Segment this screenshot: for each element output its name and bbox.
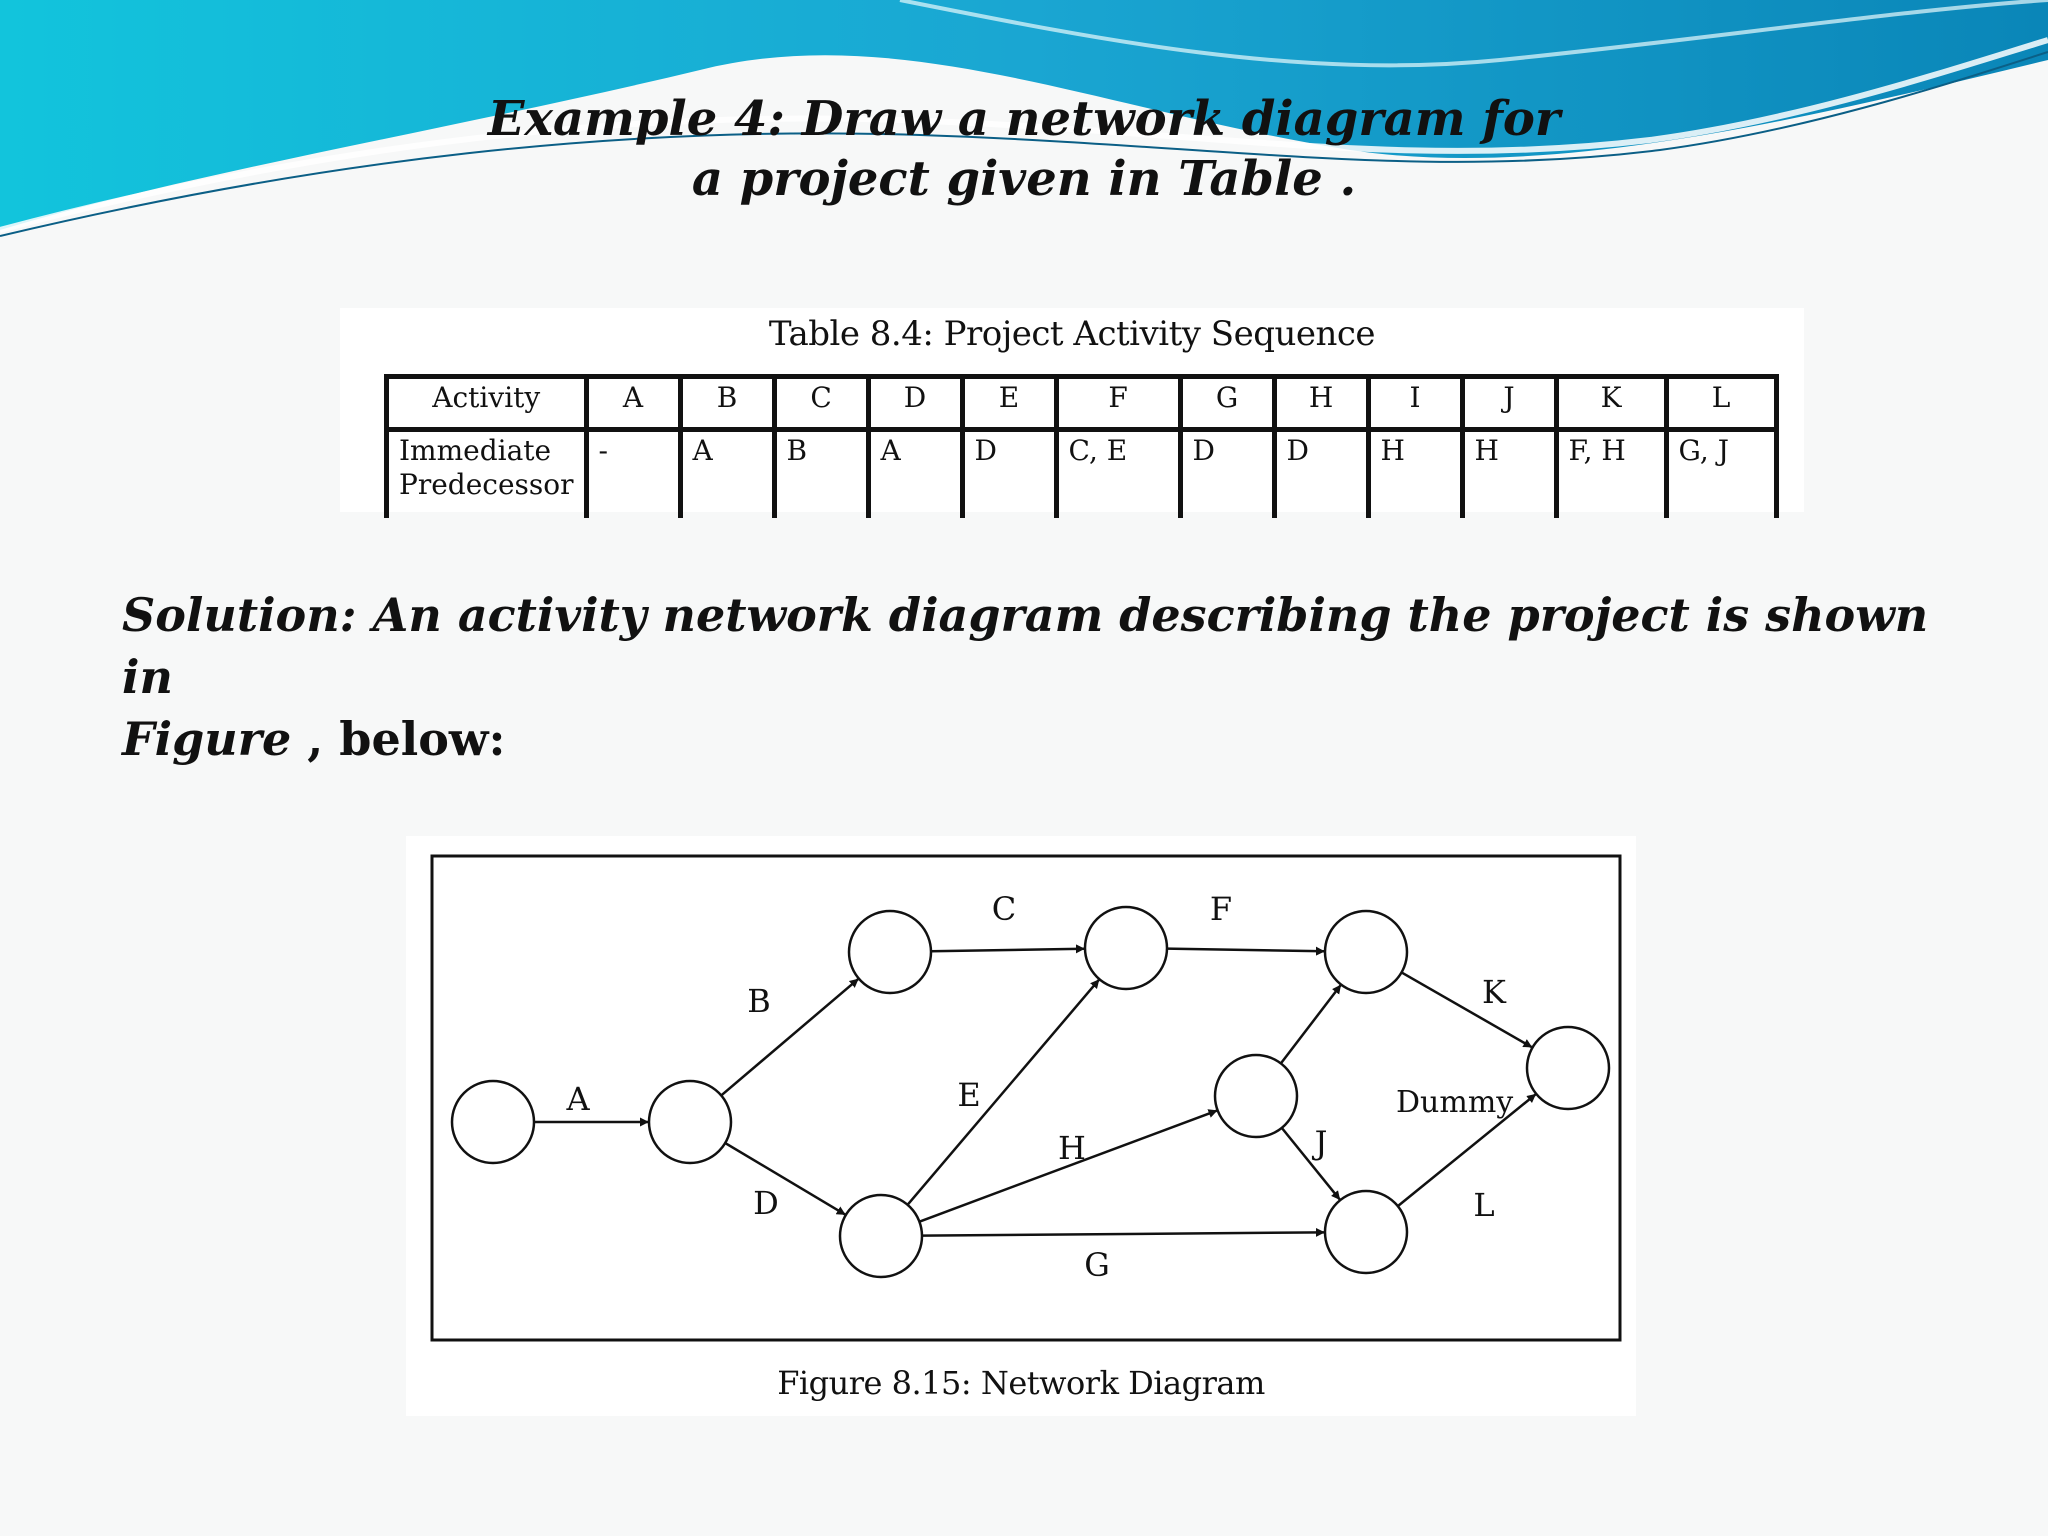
predecessor-cell: D — [959, 429, 1059, 518]
activity-cell: J — [1459, 374, 1559, 432]
edge-arrow-dummy — [1279, 984, 1342, 1065]
network-node — [847, 909, 933, 995]
table-panel: Table 8.4: Project Activity Sequence Act… — [340, 308, 1804, 518]
slide-title-line1: Example 4: Draw a network diagram for — [487, 91, 1561, 147]
predecessor-cell: A — [677, 429, 777, 518]
network-diagram: A B D C E H G F J K L Dummy — [430, 854, 1622, 1342]
activity-row-label: Activity — [384, 374, 589, 432]
network-node — [647, 1079, 733, 1165]
predecessor-row: Immediate Predecessor - A B A D C, E D D… — [384, 429, 1779, 518]
edge-label-a: A — [565, 1080, 590, 1118]
activity-cell: E — [959, 374, 1059, 432]
edge-arrow-g — [921, 1227, 1325, 1237]
edge-label-g: G — [1084, 1246, 1110, 1284]
edge-arrow-k — [1400, 971, 1533, 1049]
network-node — [1213, 1053, 1299, 1139]
edge-arrow-c — [930, 944, 1085, 954]
edge-label-c: C — [992, 890, 1016, 928]
table-caption: Table 8.4: Project Activity Sequence — [768, 314, 1376, 354]
network-node — [1323, 909, 1409, 995]
network-node — [1083, 905, 1169, 991]
edge-label-h: H — [1058, 1129, 1086, 1167]
solution-tail: , below: — [291, 712, 506, 766]
figure-caption: Figure 8.15: Network Diagram — [777, 1364, 1265, 1402]
predecessor-row-label: Immediate Predecessor — [384, 429, 589, 518]
activity-cell: K — [1553, 374, 1669, 432]
activity-cell: B — [677, 374, 777, 432]
activity-table: Activity A B C D E F G H I J K L Immedia… — [384, 374, 1779, 518]
edge-label-b: B — [747, 982, 771, 1020]
network-node — [1323, 1189, 1409, 1275]
edge-arrow-d — [724, 1141, 846, 1216]
nodes-layer — [450, 905, 1611, 1279]
edge-arrow-h — [918, 1109, 1218, 1223]
network-node — [450, 1079, 536, 1165]
solution-figure-word: Figure — [122, 712, 292, 766]
solution-lead: Solution: — [122, 588, 357, 642]
dummy-label: Dummy — [1396, 1085, 1513, 1120]
predecessor-cell: - — [583, 429, 683, 518]
edge-arrow-b — [720, 978, 859, 1097]
edge-label-l: L — [1473, 1186, 1494, 1224]
edge-arrow-l — [1397, 1093, 1537, 1208]
labels-layer: A B D C E H G F J K L Dummy — [565, 890, 1513, 1284]
predecessor-cell: C, E — [1053, 429, 1183, 518]
edge-label-d: D — [753, 1184, 779, 1222]
predecessor-cell: H — [1365, 429, 1465, 518]
activity-cell: D — [865, 374, 965, 432]
predecessor-cell: A — [865, 429, 965, 518]
edge-arrow-e — [906, 979, 1100, 1206]
predecessor-cell: G, J — [1663, 429, 1779, 518]
network-node — [838, 1193, 924, 1279]
predecessor-cell: F, H — [1553, 429, 1669, 518]
predecessor-cell: H — [1459, 429, 1559, 518]
activity-cell: F — [1053, 374, 1183, 432]
activity-cell: H — [1271, 374, 1371, 432]
edge-label-e: E — [957, 1076, 980, 1114]
solution-text: An activity network diagram describing t… — [122, 588, 1929, 704]
edge-arrow-j — [1280, 1127, 1341, 1201]
header-wave — [0, 0, 2048, 237]
activity-cell: L — [1663, 374, 1779, 432]
edge-label-k: K — [1482, 973, 1507, 1011]
edge-label-f: F — [1210, 890, 1232, 928]
activity-cell: A — [583, 374, 683, 432]
activity-row: Activity A B C D E F G H I J K L — [384, 374, 1779, 432]
edge-label-j: J — [1312, 1124, 1328, 1162]
slide-title-line2: a project given in Table . — [691, 151, 1357, 207]
edges-layer — [534, 944, 1537, 1237]
predecessor-cell: D — [1271, 429, 1371, 518]
network-node — [1525, 1025, 1611, 1111]
edge-arrow-f — [1166, 946, 1325, 956]
activity-cell: C — [771, 374, 871, 432]
predecessor-cell: B — [771, 429, 871, 518]
activity-cell: G — [1177, 374, 1277, 432]
solution-paragraph: Solution: An activity network diagram de… — [122, 584, 1942, 770]
activity-cell: I — [1365, 374, 1465, 432]
figure-panel: A B D C E H G F J K L Dummy Figure 8.15: Network Di… — [406, 836, 1636, 1416]
figure-frame — [430, 854, 1622, 1342]
predecessor-cell: D — [1177, 429, 1277, 518]
